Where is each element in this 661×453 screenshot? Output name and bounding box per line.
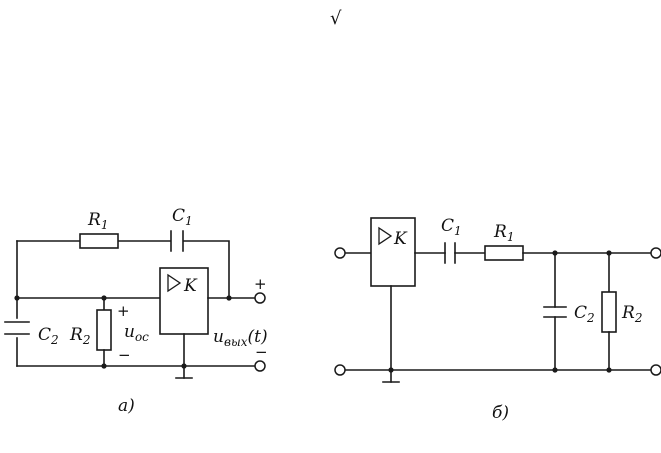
- node-b-5: [606, 367, 612, 373]
- terminal-b-out-bottom: [650, 364, 661, 376]
- terminal-a-out-bottom: [254, 360, 266, 372]
- label-a-uoc: uос: [124, 322, 149, 344]
- wire-a-top-right: [183, 240, 230, 299]
- capacitor-b-c1: [444, 242, 456, 264]
- amp-a-label: K: [183, 276, 198, 296]
- node-b-2: [606, 250, 612, 256]
- label-a-uout: uвых(t): [213, 327, 268, 349]
- label-a-minus-out: −: [255, 343, 268, 361]
- label-a-c2: C2: [38, 325, 59, 347]
- resistor-b-r1: [484, 245, 524, 261]
- amp-triangle-b-icon: [378, 226, 393, 246]
- terminal-b-in-top: [334, 247, 346, 259]
- resistor-a-r2: [96, 309, 112, 351]
- node-b-3: [388, 367, 394, 373]
- amp-b-label: K: [393, 229, 408, 249]
- label-a-r1: R1: [87, 210, 108, 232]
- terminal-a-out-top: [254, 292, 266, 304]
- label-a-c1: C1: [172, 206, 193, 228]
- circuit-b: K C1 R1 C2 R2 б): [334, 216, 661, 423]
- label-a-r2: R2: [69, 325, 90, 347]
- label-b-c1: C1: [441, 216, 462, 238]
- amp-triangle-a-icon: [167, 273, 182, 293]
- caption-b: б): [492, 403, 509, 423]
- terminal-b-in-bottom: [334, 364, 346, 376]
- node-a-4: [101, 363, 107, 369]
- node-a-2: [101, 295, 107, 301]
- sqrt-symbol: √: [330, 8, 342, 29]
- resistor-b-r2: [601, 291, 617, 333]
- label-b-r2: R2: [621, 303, 642, 325]
- node-a-5: [181, 363, 187, 369]
- label-a-minus-in: −: [118, 346, 131, 364]
- capacitor-b-c2: [543, 306, 567, 318]
- node-b-1: [552, 250, 558, 256]
- terminal-b-out-top: [650, 247, 661, 259]
- circuit-a: K R1 C1 C2 R2 + − uос + − uвых(t) а): [4, 206, 268, 416]
- node-a-1: [14, 295, 20, 301]
- label-a-plus-in: +: [117, 302, 130, 320]
- capacitor-a-c2: [4, 321, 30, 335]
- node-a-3: [226, 295, 232, 301]
- resistor-a-r1: [79, 233, 119, 249]
- label-a-plus-out: +: [254, 275, 267, 293]
- amplifier-b: [370, 217, 416, 287]
- capacitor-a-c1: [170, 230, 184, 252]
- caption-a: а): [118, 396, 135, 416]
- label-b-r1: R1: [493, 222, 514, 244]
- label-b-c2: C2: [574, 303, 595, 325]
- node-b-4: [552, 367, 558, 373]
